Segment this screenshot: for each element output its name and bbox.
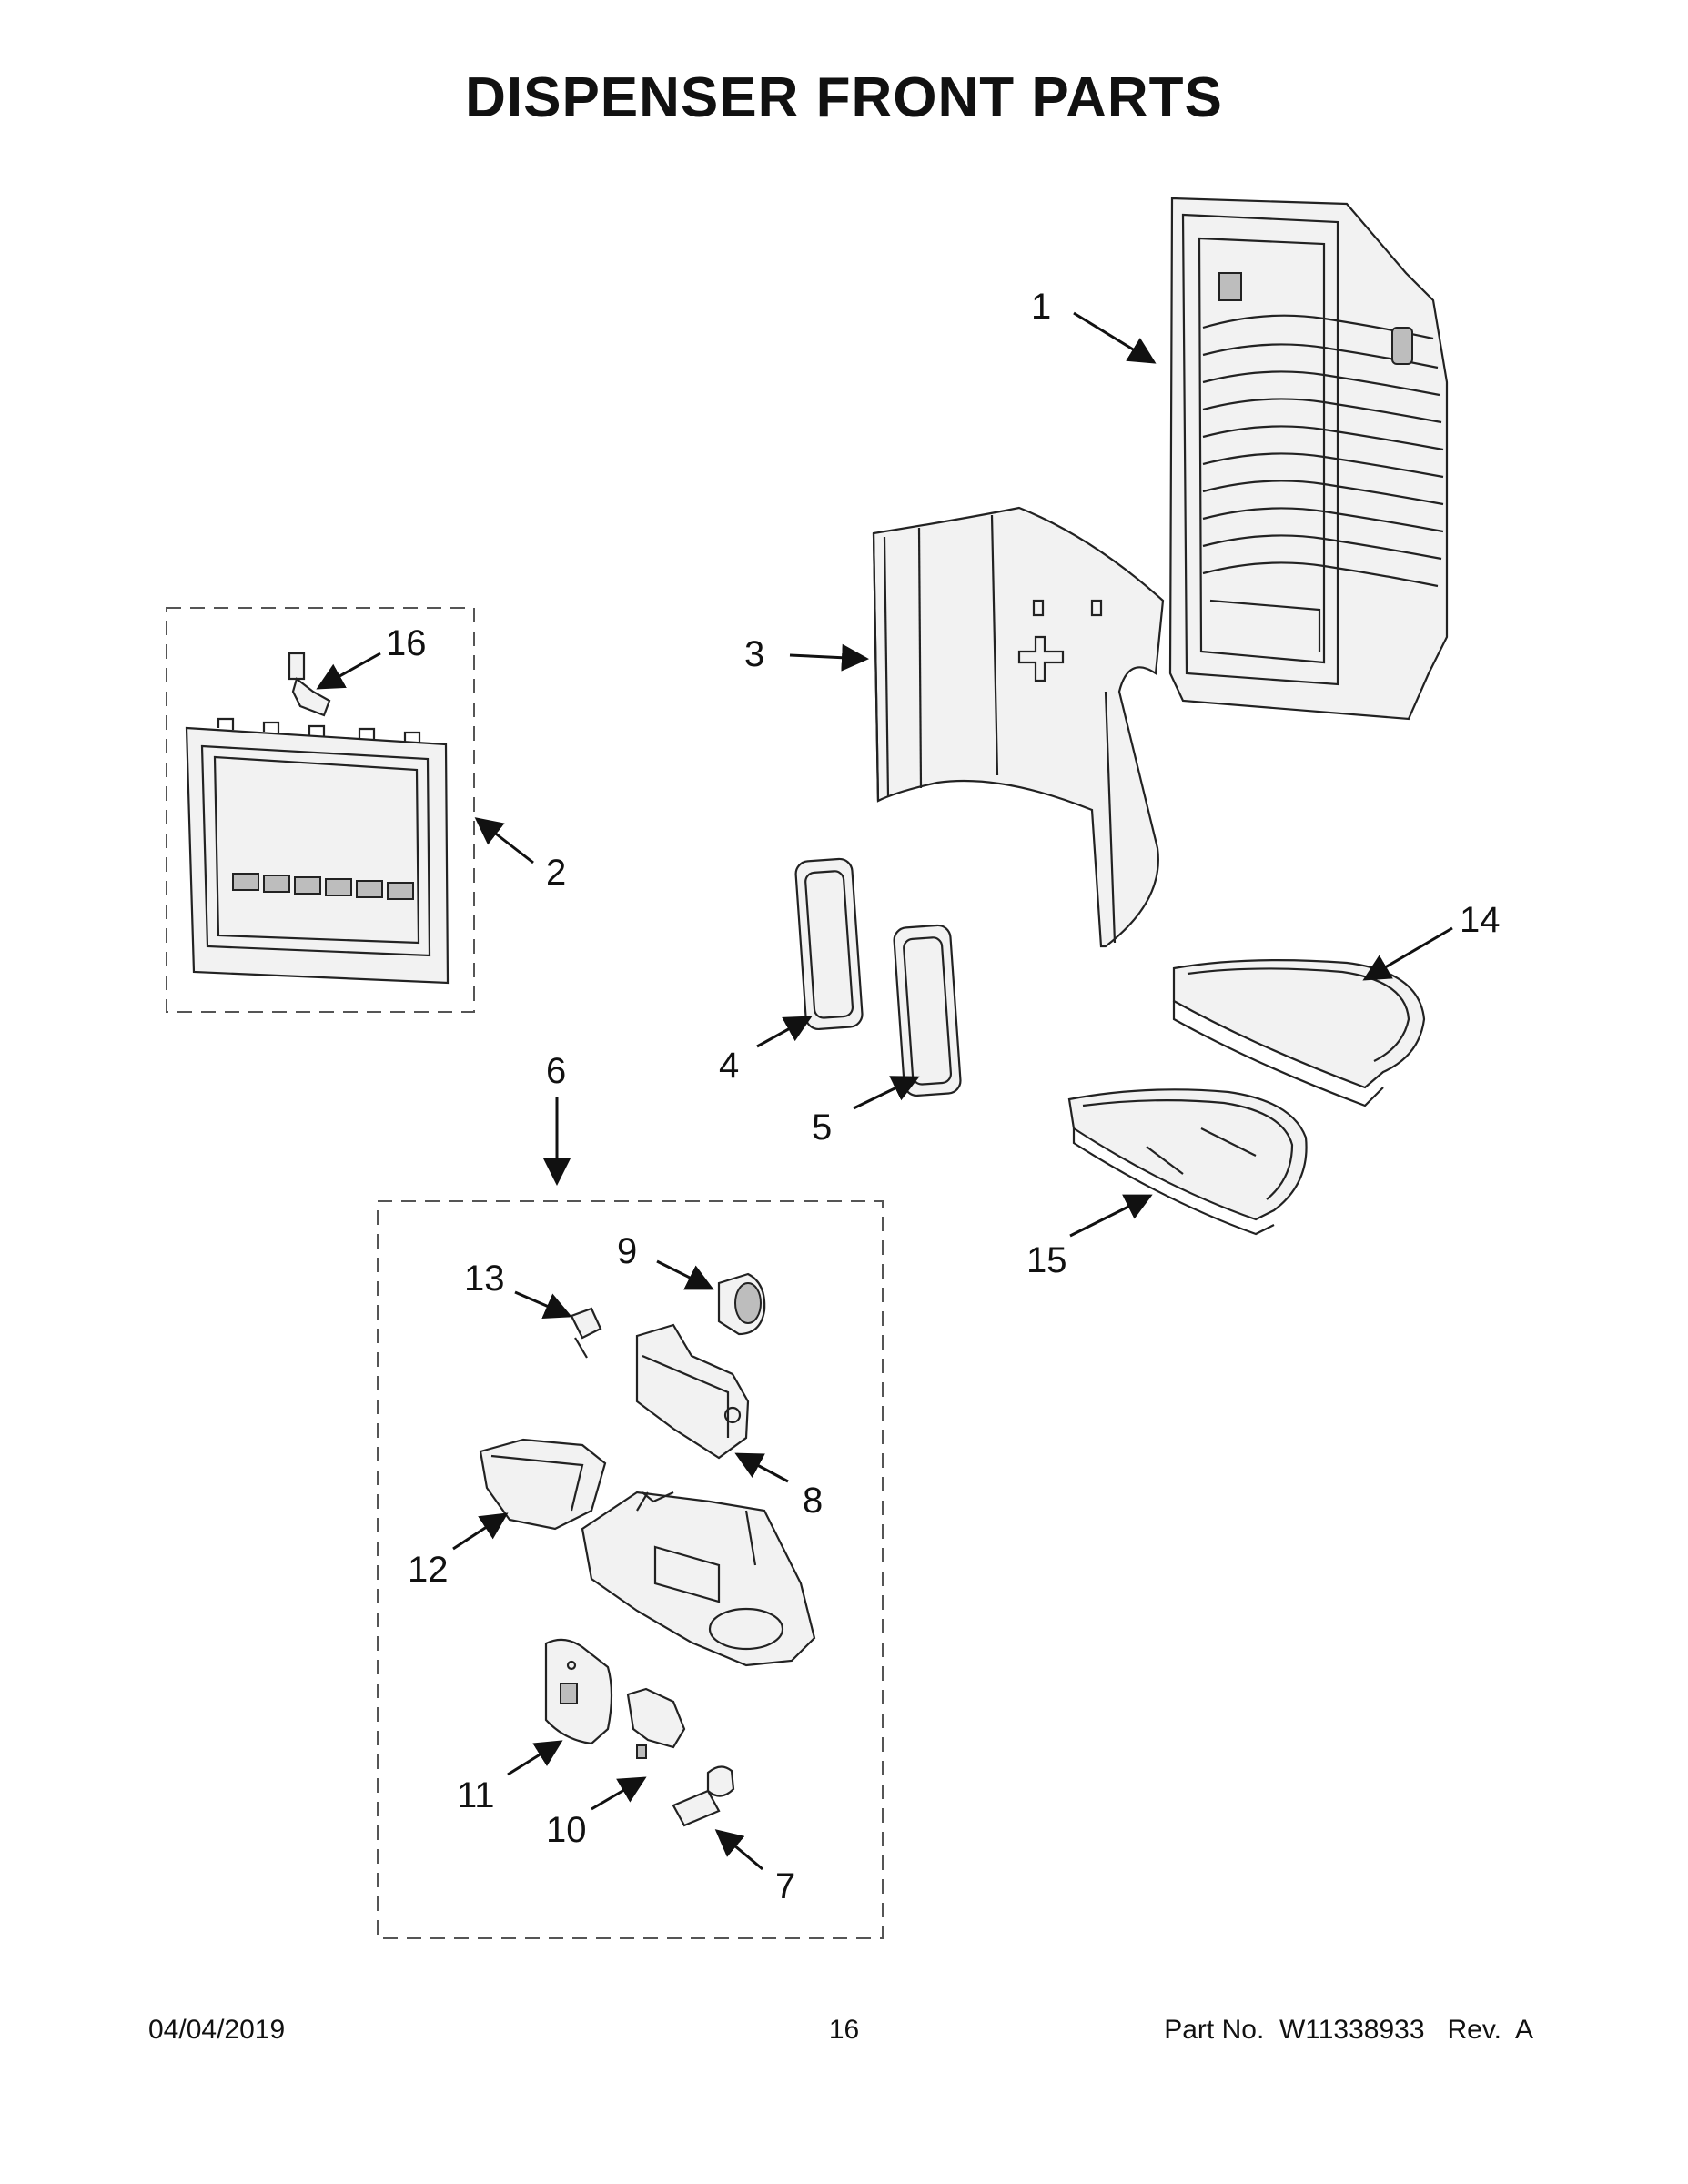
leader-15 — [1069, 1194, 1153, 1238]
part-4-cushion — [794, 857, 864, 1031]
group-box-6 — [377, 1200, 884, 1939]
leader-1 — [1073, 311, 1157, 364]
part-14-drip-tray — [1172, 958, 1426, 1107]
leader-8 — [734, 1452, 789, 1483]
footer-page-number: 16 — [828, 2015, 860, 2045]
callout-3: 3 — [744, 634, 764, 674]
group-box-2-16 — [166, 607, 475, 1013]
leader-7 — [714, 1829, 763, 1871]
footer-part-number: Part No. W11338933 Rev. A — [1164, 2015, 1533, 2045]
leader-16 — [316, 652, 381, 690]
leader-10 — [591, 1776, 647, 1811]
leader-3 — [789, 643, 869, 672]
callout-11: 11 — [457, 1775, 495, 1815]
callout-4: 4 — [719, 1046, 739, 1086]
leader-12 — [452, 1512, 509, 1551]
callout-8: 8 — [803, 1481, 823, 1521]
part-1-housing — [1168, 197, 1449, 721]
leader-11 — [507, 1740, 563, 1776]
leader-4 — [756, 1016, 813, 1048]
part-2-frame — [185, 717, 450, 985]
leader-13 — [514, 1290, 572, 1320]
callout-14: 14 — [1460, 900, 1501, 940]
callout-2: 2 — [546, 853, 566, 893]
leader-9 — [656, 1259, 714, 1290]
part-15-grille — [1067, 1088, 1308, 1236]
footer-date: 04/04/2019 — [148, 2015, 286, 2045]
part-11-paddle — [544, 1638, 613, 1745]
callout-5: 5 — [812, 1107, 832, 1148]
part-7-fitting — [672, 1765, 735, 1827]
leader-5 — [853, 1076, 920, 1110]
callout-9: 9 — [617, 1231, 637, 1271]
part-9-knob — [717, 1272, 766, 1336]
leader-14 — [1362, 926, 1453, 981]
part-16-switch — [288, 652, 331, 717]
callout-16: 16 — [386, 623, 427, 663]
callout-15: 15 — [1026, 1240, 1067, 1280]
leader-2 — [474, 817, 534, 864]
callout-1: 1 — [1031, 287, 1051, 327]
part-13-screw — [570, 1307, 602, 1359]
callout-12: 12 — [408, 1550, 449, 1590]
part-3-inner-panel — [872, 506, 1165, 948]
callout-7: 7 — [775, 1866, 795, 1906]
dispenser-body — [581, 1491, 816, 1667]
part-10-switch — [626, 1687, 686, 1759]
part-5-cushion — [893, 924, 962, 1097]
callout-10: 10 — [546, 1810, 587, 1850]
part-8-bracket — [635, 1323, 750, 1460]
page-title: DISPENSER FRONT PARTS — [465, 66, 1223, 129]
callout-6: 6 — [546, 1051, 566, 1091]
callout-13: 13 — [464, 1259, 505, 1299]
part-12-chute — [479, 1438, 607, 1531]
